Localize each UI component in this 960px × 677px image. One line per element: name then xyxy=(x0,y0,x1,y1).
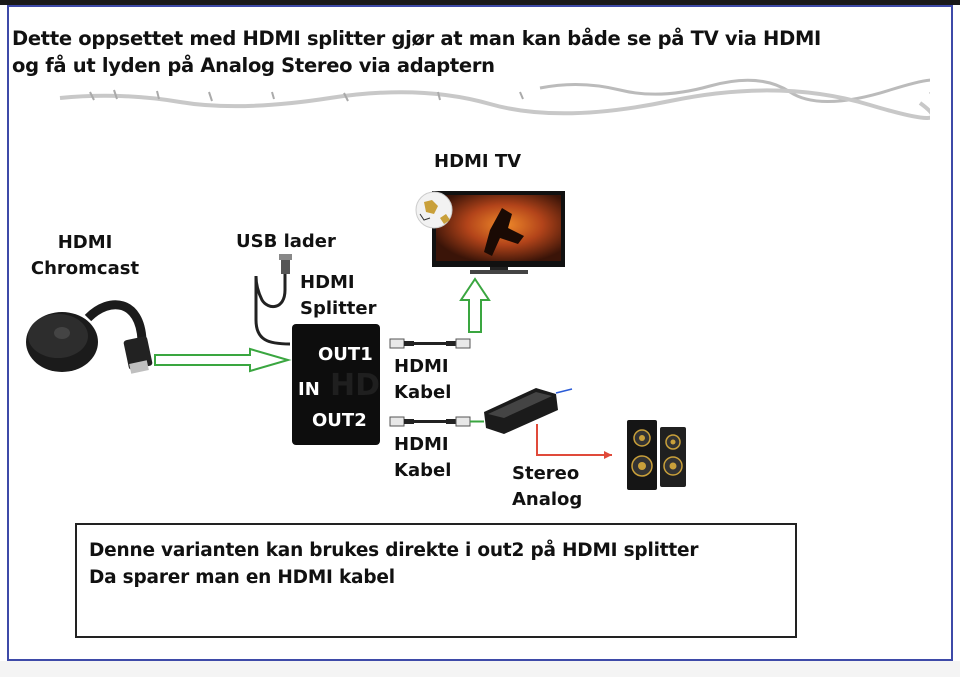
usb-charger-cable xyxy=(254,254,292,346)
top-edge xyxy=(0,0,960,5)
hdmi-cable-1-label-line-2: Kabel xyxy=(394,382,452,403)
speakers xyxy=(627,420,686,490)
note-line-1: Denne varianten kan brukes direkte i out… xyxy=(89,540,699,561)
audio-line xyxy=(536,424,612,459)
splitter-in-label: IN xyxy=(298,379,320,400)
note-box: Denne varianten kan brukes direkte i out… xyxy=(75,523,797,638)
note-text: Denne varianten kan brukes direkte i out… xyxy=(89,537,698,591)
splitter-out2-label: OUT2 xyxy=(312,410,367,431)
hdmi-cable-2-label-line-1: HDMI xyxy=(394,434,449,455)
arrow-chromecast-to-splitter xyxy=(154,347,292,373)
hdmi-cable-1-label-line-1: HDMI xyxy=(394,356,449,377)
redaction-scribble xyxy=(59,78,930,120)
chromecast-label: HDMI Chromcast xyxy=(30,230,140,282)
hdmi-cable-2-label-line-2: Kabel xyxy=(394,460,452,481)
splitter-label: HDMI Splitter xyxy=(300,270,376,322)
splitter-out1-label: OUT1 xyxy=(318,344,373,365)
bottom-edge xyxy=(0,661,960,677)
svg-text:HD: HD xyxy=(330,368,380,403)
hdmi-cable-1 xyxy=(389,338,471,349)
hdmi-cable-2 xyxy=(389,416,484,427)
splitter-label-line-2: Splitter xyxy=(300,298,377,319)
hdmi-audio-adapter xyxy=(484,388,573,434)
stereo-analog-label-line-1: Stereo xyxy=(512,463,580,484)
hdmi-cable-2-label: HDMI Kabel xyxy=(394,432,451,484)
tv-label: HDMI TV xyxy=(434,151,522,172)
arrow-splitter-to-tv xyxy=(459,277,491,333)
note-line-2: Da sparer man en HDMI kabel xyxy=(89,567,395,588)
splitter-label-line-1: HDMI xyxy=(300,272,355,293)
usb-charger-label: USB lader xyxy=(236,231,336,252)
chromecast-label-line-2: Chromcast xyxy=(30,258,140,279)
stereo-analog-label: Stereo Analog xyxy=(512,461,582,513)
hdmi-splitter-box: HD xyxy=(292,324,380,445)
intro-line-1: Dette oppsettet med HDMI splitter gjør a… xyxy=(12,27,822,50)
chromecast-label-line-1: HDMI xyxy=(57,232,113,253)
chromecast-device xyxy=(26,300,153,374)
hdmi-tv xyxy=(415,191,565,274)
stereo-analog-label-line-2: Analog xyxy=(512,489,583,510)
hdmi-cable-1-label: HDMI Kabel xyxy=(394,354,451,406)
intro-text: Dette oppsettet med HDMI splitter gjør a… xyxy=(12,25,821,79)
intro-line-2: og få ut lyden på Analog Stereo via adap… xyxy=(12,54,495,77)
